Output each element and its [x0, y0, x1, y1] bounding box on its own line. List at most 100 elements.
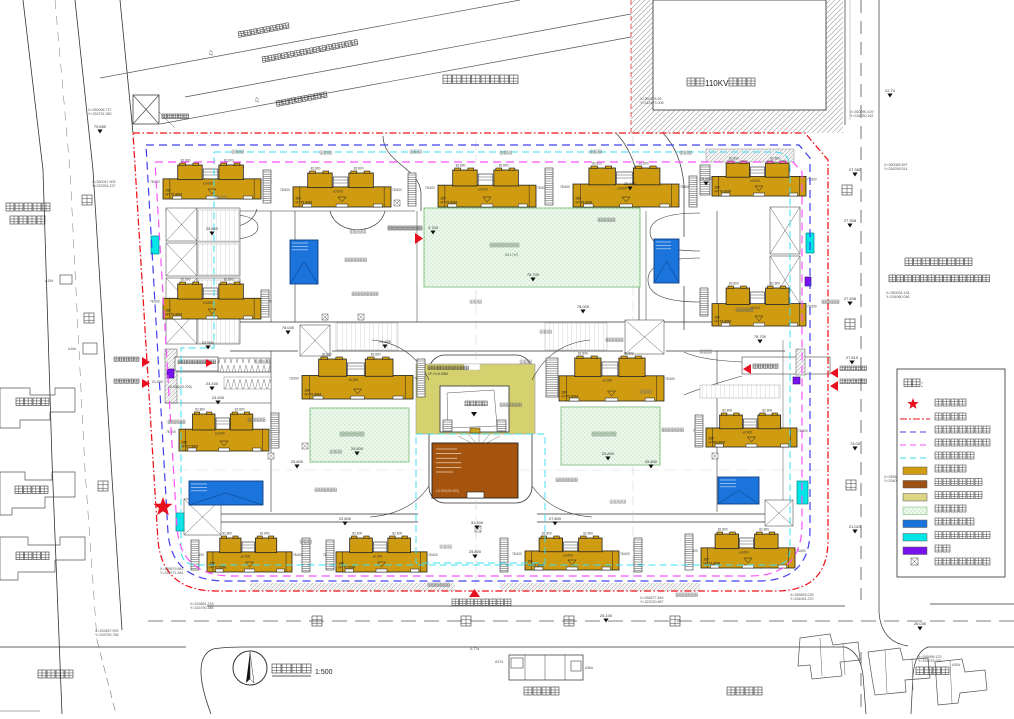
- svg-text:H=72.80M: H=72.80M: [528, 564, 545, 568]
- svg-text:H=67.55M: H=67.55M: [182, 445, 199, 449]
- svg-text:A37#: A37#: [495, 660, 503, 664]
- svg-text:H=75.80M: H=75.80M: [562, 395, 579, 399]
- svg-text:1F H=5.90M: 1F H=5.90M: [428, 372, 448, 376]
- svg-text:21.021: 21.021: [849, 524, 862, 529]
- svg-text:22.74: 22.74: [885, 88, 896, 93]
- svg-text:82.800: 82.800: [235, 408, 245, 412]
- svg-text:26F: 26F: [709, 437, 715, 441]
- svg-text:Y=333791.380: Y=333791.380: [88, 112, 111, 116]
- svg-text:Y=334050.162: Y=334050.162: [850, 114, 873, 118]
- svg-text:X=350056.737: X=350056.737: [88, 108, 111, 112]
- svg-text:±0.000: ±0.000: [617, 187, 627, 191]
- svg-text:82.800: 82.800: [392, 532, 402, 536]
- svg-text:78.600: 78.600: [665, 377, 675, 381]
- svg-text:Y=334065.737: Y=334065.737: [884, 479, 907, 483]
- svg-text:78.600: 78.600: [620, 552, 630, 556]
- svg-text:82.800: 82.800: [759, 528, 769, 532]
- svg-text:110KV: 110KV: [705, 79, 729, 88]
- svg-text:82.800: 82.800: [311, 167, 321, 171]
- svg-text:X=350034.134: X=350034.134: [886, 291, 909, 295]
- svg-text:82.800: 82.800: [770, 157, 780, 161]
- svg-text:Y=334060.046: Y=334060.046: [886, 295, 909, 299]
- svg-text:±0.000: ±0.000: [478, 188, 488, 192]
- svg-text:78.600: 78.600: [807, 305, 817, 309]
- svg-text:82.800: 82.800: [718, 528, 728, 532]
- svg-text:±0.000(25.900): ±0.000(25.900): [436, 489, 459, 493]
- svg-text:71.600: 71.600: [379, 339, 392, 344]
- svg-text:78.600: 78.600: [150, 299, 160, 303]
- svg-text:82.800: 82.800: [762, 409, 772, 413]
- svg-text:26F: 26F: [562, 391, 568, 395]
- svg-text:17: 17: [208, 49, 215, 56]
- svg-text:78.600: 78.600: [560, 185, 570, 189]
- svg-text:H=79.80M: H=79.80M: [715, 190, 732, 194]
- svg-text:82.800: 82.800: [542, 532, 552, 536]
- svg-text:78.600: 78.600: [807, 177, 817, 181]
- svg-text:H=79.80M: H=79.80M: [576, 201, 593, 205]
- svg-text:H=72.80M: H=72.80M: [210, 566, 227, 570]
- svg-text:78.600: 78.600: [289, 376, 299, 380]
- svg-text:27.308: 27.308: [844, 218, 857, 223]
- svg-text:82.800: 82.800: [624, 352, 634, 356]
- svg-text:78.600: 78.600: [512, 552, 522, 556]
- svg-text:±0.000: ±0.000: [373, 554, 383, 558]
- svg-text:8417㎡: 8417㎡: [505, 251, 518, 257]
- svg-text:H=79.80M: H=79.80M: [166, 313, 183, 317]
- svg-text:22.800: 22.800: [339, 516, 352, 521]
- svg-text:78.600: 78.600: [392, 188, 402, 192]
- svg-text:H=75.80M: H=75.80M: [296, 201, 313, 205]
- svg-text:26F: 26F: [210, 562, 216, 566]
- svg-text:25.800: 25.800: [206, 226, 219, 231]
- svg-text:X=350178.59: X=350178.59: [640, 97, 661, 101]
- svg-text:A15#: A15#: [45, 279, 53, 283]
- svg-text:26F: 26F: [305, 389, 311, 393]
- svg-text:24.430: 24.430: [206, 381, 219, 386]
- svg-text:26F: 26F: [715, 316, 721, 320]
- svg-text:X=350090.109: X=350090.109: [850, 110, 873, 114]
- svg-text:27.382: 27.382: [849, 167, 862, 172]
- svg-text:78.600: 78.600: [293, 553, 303, 557]
- svg-text:27.619: 27.619: [846, 355, 859, 360]
- svg-text:26.030: 26.030: [914, 621, 927, 626]
- svg-text:X=355879.881: X=355879.881: [160, 567, 183, 571]
- svg-text:82.800: 82.800: [222, 532, 232, 536]
- svg-text:X=333457.993: X=333457.993: [95, 629, 118, 633]
- svg-text:H=75.80M: H=75.80M: [305, 393, 322, 397]
- svg-text:82.800: 82.800: [322, 353, 332, 357]
- svg-text:H=79.80M: H=79.80M: [715, 320, 732, 324]
- svg-text:26F: 26F: [182, 441, 188, 445]
- svg-text:24.400: 24.400: [212, 395, 225, 400]
- svg-text:78.000: 78.000: [577, 304, 590, 309]
- svg-text:25.800: 25.800: [351, 446, 364, 451]
- svg-text:Y=333771.881: Y=333771.881: [160, 571, 183, 575]
- svg-text:82.800: 82.800: [371, 353, 381, 357]
- svg-text:±0.000: ±0.000: [215, 432, 225, 436]
- svg-text:25.100: 25.100: [600, 613, 613, 618]
- svg-text:26F: 26F: [715, 186, 721, 190]
- svg-text:26F: 26F: [296, 197, 302, 201]
- svg-text:X=355998.123: X=355998.123: [918, 655, 941, 659]
- svg-text:31.400: 31.400: [471, 520, 484, 525]
- svg-text:82.800: 82.800: [352, 532, 362, 536]
- svg-text:±0.000: ±0.000: [241, 554, 251, 558]
- svg-text:±0.000: ±0.000: [203, 181, 213, 185]
- svg-text:25.800: 25.800: [602, 451, 615, 456]
- svg-text:±0.000(23.700): ±0.000(23.700): [168, 385, 192, 389]
- svg-text:82.800: 82.800: [770, 282, 780, 286]
- svg-text::: :: [921, 380, 923, 389]
- svg-text:25.800: 25.800: [469, 549, 482, 554]
- svg-text:21.000: 21.000: [152, 380, 163, 384]
- svg-text:78.600: 78.600: [680, 185, 690, 189]
- svg-text:±0.000: ±0.000: [333, 189, 343, 193]
- svg-text:26F: 26F: [441, 197, 447, 201]
- svg-text:78.600: 78.600: [428, 553, 438, 557]
- svg-text:78.700: 78.700: [754, 334, 767, 339]
- svg-text:74.00: 74.00: [850, 441, 861, 446]
- svg-text:82.800: 82.800: [729, 157, 739, 161]
- svg-text:26F: 26F: [339, 562, 345, 566]
- svg-text:82.800: 82.800: [729, 282, 739, 286]
- svg-text:X=350065.597: X=350065.597: [884, 163, 907, 167]
- svg-text:Y=334078.535: Y=334078.535: [918, 659, 941, 663]
- svg-text:Y=313473.008: Y=313473.008: [640, 101, 663, 105]
- svg-text:82.800: 82.800: [583, 532, 593, 536]
